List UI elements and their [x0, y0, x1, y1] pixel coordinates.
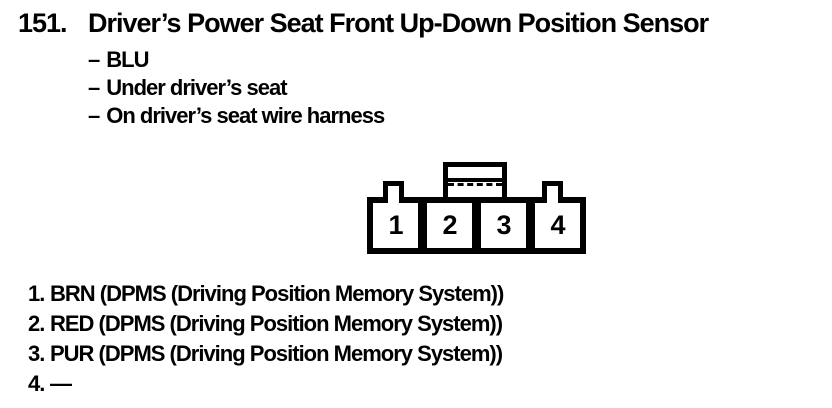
- pin-number: 1.: [28, 281, 45, 306]
- connector-cavity: 3: [481, 203, 526, 248]
- detail-item: – BLU: [88, 46, 384, 74]
- connector-cavity: 4: [535, 203, 580, 248]
- dash-bullet-icon: –: [88, 75, 100, 100]
- connector-cavity: 1: [373, 203, 418, 248]
- pin-number: 4.: [28, 371, 45, 396]
- detail-text: BLU: [106, 47, 149, 72]
- cavity-number: 2: [442, 210, 457, 240]
- section-heading: 151. Driver’s Power Seat Front Up-Down P…: [18, 7, 709, 39]
- detail-text: Under driver’s seat: [106, 75, 287, 100]
- pin-number: 3.: [28, 341, 45, 366]
- dash-bullet-icon: –: [88, 103, 100, 128]
- pin-list-item: 1. BRN (DPMS (Driving Position Memory Sy…: [28, 279, 504, 309]
- mounting-tab-left: [383, 181, 404, 203]
- connector-latch: [443, 162, 507, 197]
- pin-description: RED (DPMS (Driving Position Memory Syste…: [50, 311, 503, 336]
- pin-number: 2.: [28, 311, 45, 336]
- section-number: 151.: [18, 8, 68, 38]
- dash-bullet-icon: –: [88, 47, 100, 72]
- pin-description: PUR (DPMS (Driving Position Memory Syste…: [50, 341, 503, 366]
- pin-list-item: 2. RED (DPMS (Driving Position Memory Sy…: [28, 309, 503, 339]
- pin-list: 1. BRN (DPMS (Driving Position Memory Sy…: [28, 279, 504, 399]
- detail-item: – On driver’s seat wire harness: [88, 102, 385, 130]
- detail-text: On driver’s seat wire harness: [106, 103, 385, 128]
- cavity-number: 4: [550, 210, 565, 240]
- mounting-tab-right: [542, 181, 563, 203]
- connector-body: 1 2 3 4: [367, 197, 586, 254]
- pin-description: BRN (DPMS (Driving Position Memory Syste…: [50, 281, 504, 306]
- pin-list-item: 3. PUR (DPMS (Driving Position Memory Sy…: [28, 339, 503, 369]
- connector-diagram: 1 2 3 4: [367, 162, 586, 254]
- sensor-details: – BLU – Under driver’s seat – On driver’…: [88, 46, 385, 130]
- detail-item: – Under driver’s seat: [88, 74, 384, 102]
- pin-description: —: [50, 371, 72, 396]
- cavity-number: 1: [388, 210, 403, 240]
- latch-dashed-line: [448, 183, 502, 186]
- cavity-number: 3: [496, 210, 511, 240]
- page-title: Driver’s Power Seat Front Up-Down Positi…: [88, 8, 709, 38]
- pin-list-item: 4. —: [28, 369, 503, 399]
- latch-bar: [447, 178, 503, 182]
- connector-cavity: 2: [427, 203, 472, 248]
